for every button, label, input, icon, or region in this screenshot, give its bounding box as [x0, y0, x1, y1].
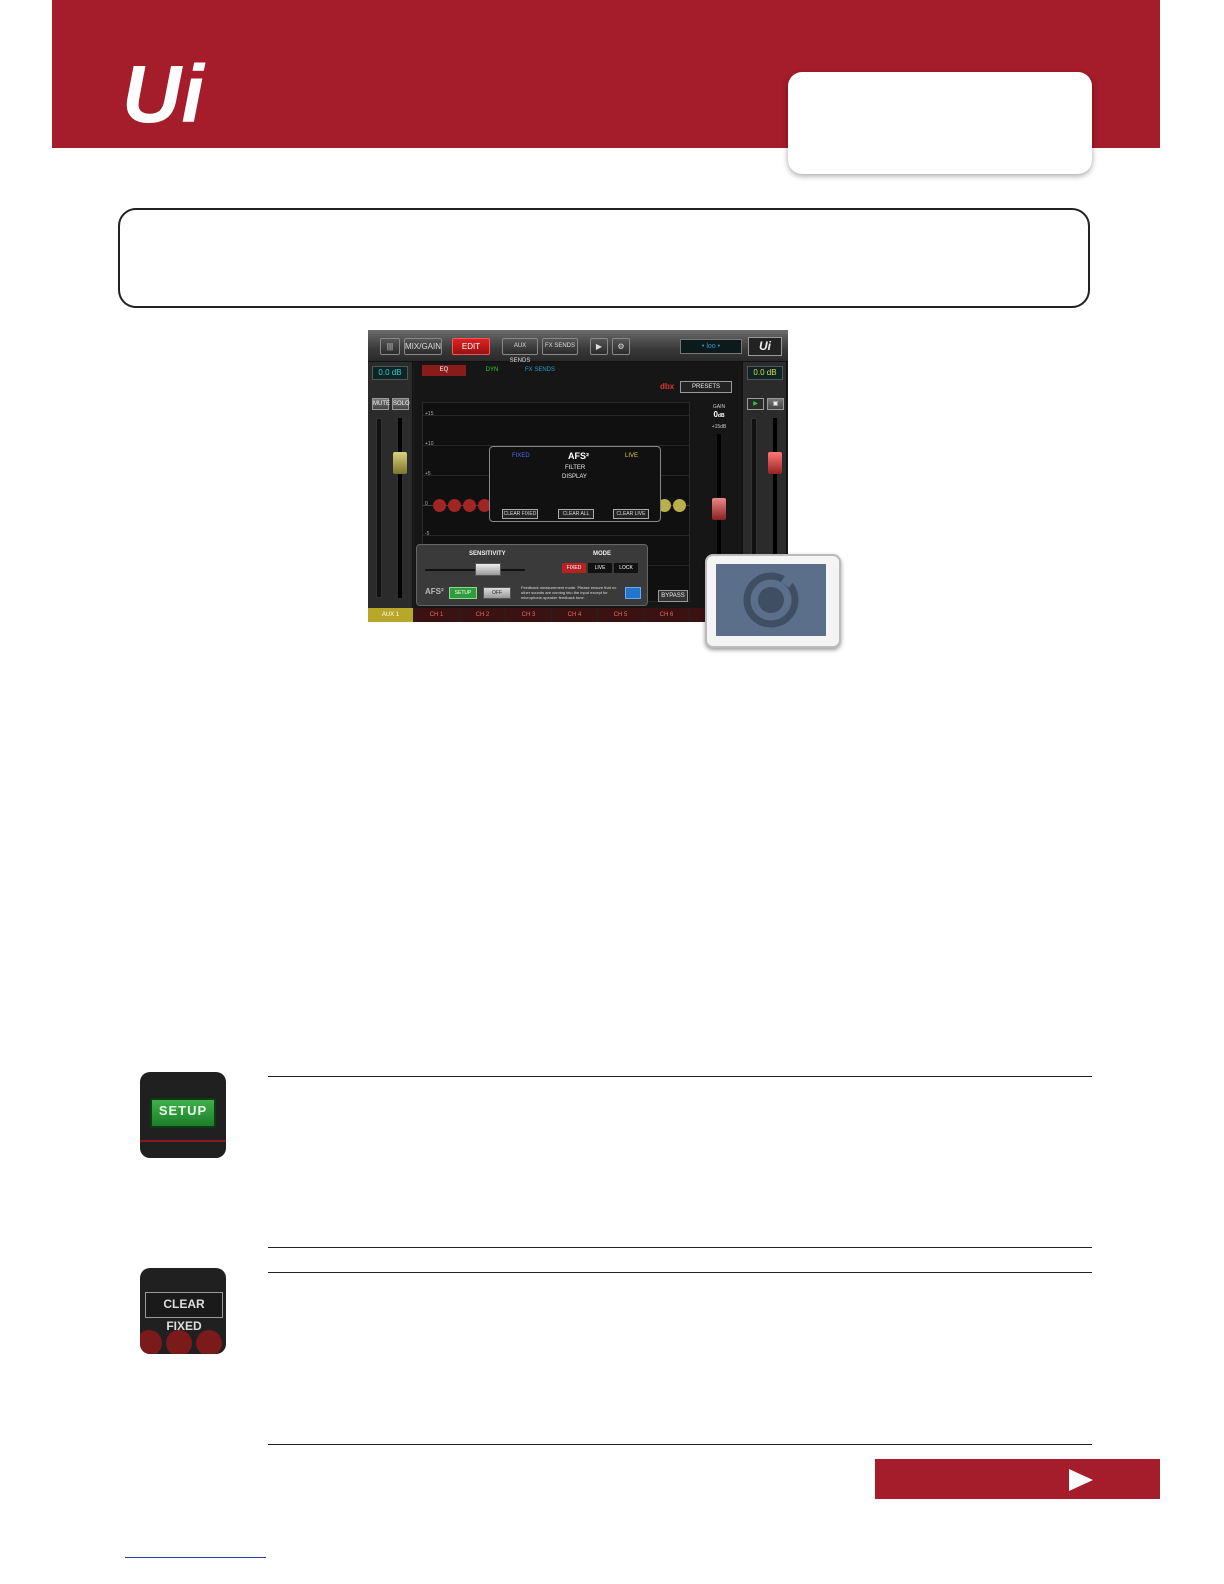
app-screenshot: ||| MIX/GAIN EDIT AUX SENDS FX SENDS ▶ ⚙…	[368, 330, 788, 622]
gridline	[423, 535, 689, 536]
gear-icon[interactable]: ⚙	[612, 338, 630, 355]
meters-icon[interactable]: |||	[380, 338, 400, 355]
tablet-screen	[716, 564, 826, 636]
fixed-filter-dot[interactable]	[448, 499, 461, 512]
aux-sends-button[interactable]: AUX SENDS	[502, 338, 538, 364]
filter-dot-icon	[140, 1330, 162, 1354]
icon-divider	[140, 1140, 226, 1142]
display-label: DISPLAY	[562, 474, 587, 480]
gain-max-label: +15dB	[711, 424, 727, 430]
footer-link[interactable]	[125, 1557, 266, 1558]
filter-label: FILTER	[565, 465, 586, 471]
next-arrow-icon	[1069, 1469, 1093, 1491]
channel-tab[interactable]: CH 4	[552, 608, 598, 622]
clear-all-button[interactable]: CLEAR ALL	[558, 509, 594, 519]
mode-live-button[interactable]: LIVE	[588, 563, 612, 573]
bypass-button[interactable]: BYPASS	[658, 590, 688, 602]
live-filter-dot[interactable]	[658, 499, 671, 512]
setup-button[interactable]: SETUP	[449, 587, 477, 599]
left-fader-cap[interactable]	[393, 452, 407, 474]
gain-value: 0dB	[713, 410, 725, 419]
afs-instructions: Feedback measurement mode. Please ensure…	[521, 585, 617, 600]
clear-fixed-icon-label: CLEAR FIXED	[145, 1292, 223, 1333]
afs-title: AFS²	[568, 451, 589, 461]
y-tick: +15	[425, 411, 434, 417]
section-tab	[788, 72, 1092, 174]
page-title-box	[118, 208, 1090, 308]
y-tick: -5	[425, 531, 430, 537]
filter-dot-icon	[196, 1330, 222, 1354]
section-rule	[268, 1272, 1092, 1273]
afs-filter-display-popup: FIXED AFS² FILTER DISPLAY LIVE CLEAR FIX…	[489, 446, 661, 522]
app-toolbar: ||| MIX/GAIN EDIT AUX SENDS FX SENDS ▶ ⚙…	[368, 330, 788, 364]
tab-dyn[interactable]: DYN	[485, 367, 499, 373]
mode-label: MODE	[593, 551, 611, 557]
presets-button[interactable]: PRESETS	[680, 381, 732, 393]
afs-badge: AFS²	[425, 587, 444, 596]
live-filter-dot[interactable]	[673, 499, 686, 512]
y-tick: 0	[425, 501, 428, 507]
fixed-label: FIXED	[512, 453, 530, 459]
gridline	[423, 415, 689, 416]
ui-ring-icon	[743, 570, 799, 628]
play-icon[interactable]: ▶	[747, 398, 764, 410]
fixed-filter-dot[interactable]	[463, 499, 476, 512]
mute-button[interactable]: MUTE	[372, 398, 390, 410]
channel-tab[interactable]: CH 1	[414, 608, 460, 622]
section-rule	[268, 1444, 1092, 1445]
mix-gain-button[interactable]: MIX/GAIN	[404, 338, 442, 355]
dbx-logo: dbx	[660, 382, 675, 391]
sensitivity-slider-handle[interactable]	[475, 563, 501, 576]
right-fader-track	[773, 418, 777, 598]
clear-live-button[interactable]: CLEAR LIVE	[613, 509, 649, 519]
section-rule	[268, 1076, 1092, 1077]
right-level-display: 0.0 dB	[747, 366, 783, 380]
save-icon[interactable]: ▣	[767, 398, 784, 410]
afs-setup-popup: SENSITIVITY MODE FIXED LIVE LOCK AFS² SE…	[416, 544, 648, 606]
gain-label: GAIN	[712, 404, 726, 410]
clear-fixed-button[interactable]: CLEAR FIXED	[502, 509, 538, 519]
solo-button[interactable]: SOLO	[392, 398, 410, 410]
left-level-display: 0.0 dB	[372, 366, 408, 380]
setup-icon-label: SETUP	[150, 1098, 216, 1128]
channel-tab[interactable]: CH 3	[506, 608, 552, 622]
power-icon[interactable]	[625, 587, 641, 599]
live-label: LIVE	[625, 453, 639, 459]
channel-tab-aux1[interactable]: AUX 1	[368, 608, 414, 622]
left-channel-strip: 0.0 dB MUTE SOLO	[368, 362, 413, 608]
tab-fx-sends[interactable]: FX SENDS	[524, 367, 555, 373]
channel-tab[interactable]: CH 5	[598, 608, 644, 622]
edit-button[interactable]: EDIT	[452, 338, 490, 355]
svg-text:Ui: Ui	[122, 52, 206, 132]
transport-display: • loo •	[680, 339, 742, 354]
right-fader-cap[interactable]	[768, 452, 782, 474]
filter-dot-icon	[166, 1330, 192, 1354]
gridline	[423, 445, 689, 446]
mode-lock-button[interactable]: LOCK	[614, 563, 638, 573]
ui-app-logo: Ui	[748, 337, 782, 356]
play-icon[interactable]: ▶	[590, 338, 608, 355]
fx-sends-button[interactable]: FX SENDS	[542, 338, 578, 355]
tablet-device-icon	[705, 554, 841, 648]
clear-fixed-button-icon: CLEAR FIXED	[140, 1268, 226, 1354]
section-rule	[268, 1247, 1092, 1248]
ui-logo: Ui	[122, 52, 206, 132]
gain-fader-cap[interactable]	[712, 498, 726, 520]
next-page-button[interactable]	[875, 1459, 1160, 1499]
fixed-filter-dot[interactable]	[433, 499, 446, 512]
channel-tab[interactable]: CH 6	[644, 608, 690, 622]
fixed-filter-dot[interactable]	[478, 499, 491, 512]
channel-bar: AUX 1 CH 1 CH 2 CH 3 CH 4 CH 5 CH 6	[368, 608, 788, 622]
left-fader-track	[398, 418, 402, 598]
tab-eq[interactable]: EQ	[422, 365, 466, 376]
y-tick: +10	[425, 441, 434, 447]
off-button[interactable]: OFF	[483, 587, 511, 599]
sensitivity-label: SENSITIVITY	[469, 551, 506, 557]
y-tick: +5	[425, 471, 431, 477]
left-meter	[376, 418, 382, 598]
channel-tab[interactable]: CH 2	[460, 608, 506, 622]
setup-button-icon: SETUP	[140, 1072, 226, 1158]
mode-fixed-button[interactable]: FIXED	[562, 563, 586, 573]
